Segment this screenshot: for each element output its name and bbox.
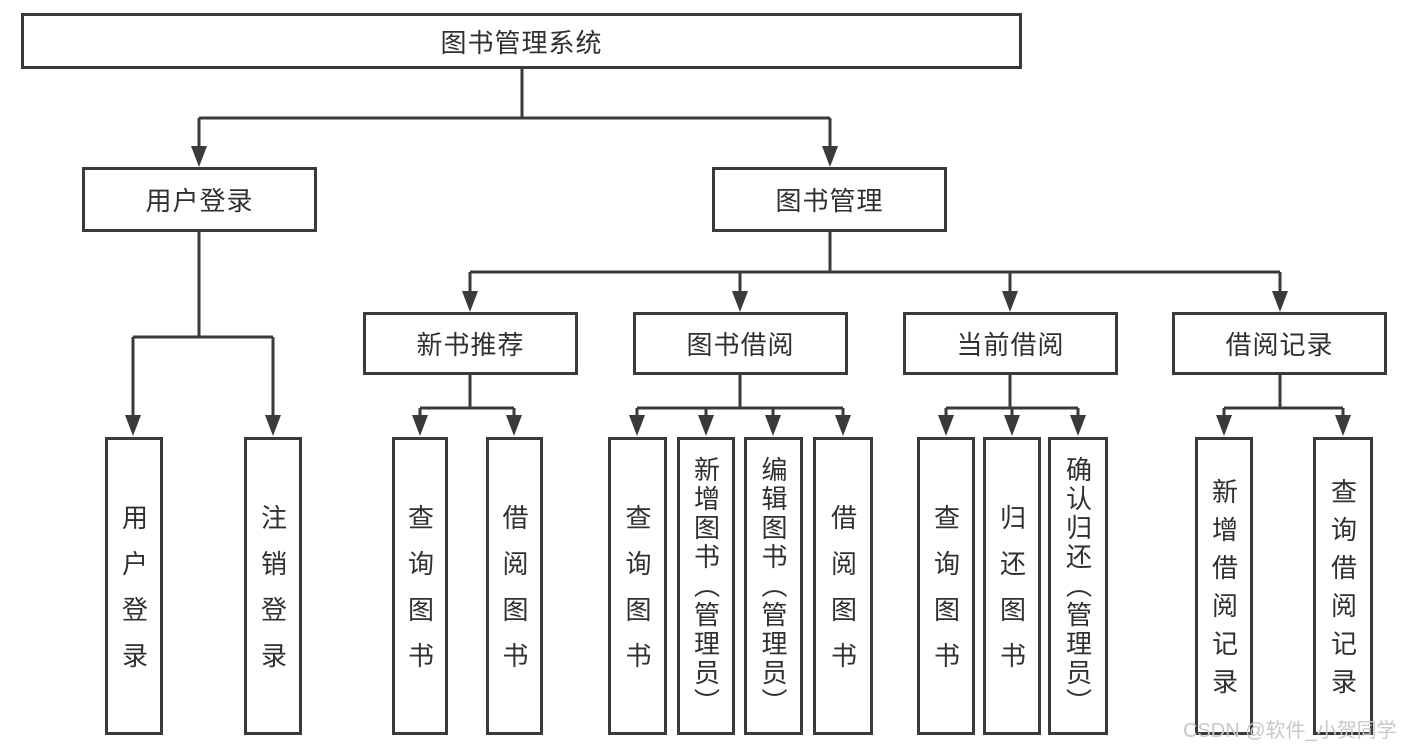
leaf-logout: 注销登录 [244,437,302,735]
leaf-query-book-under-current: 查询图书 [917,437,975,735]
leaf-confirm-return-admin: 确认归还（管理员） [1048,437,1108,735]
leaf-query-borrow-record: 查询借阅记录 [1313,437,1373,735]
leaf-borrow-book-under-recommendation: 借阅图书 [486,437,543,735]
arrowheads [125,146,1351,436]
node-book-management: 图书管理 [712,167,947,232]
node-borrowing-records: 借阅记录 [1172,312,1387,375]
csdn-watermark: CSDN @软件_小贺同学 [1183,720,1397,742]
leaf-return-book: 归还图书 [983,437,1041,735]
leaf-query-book-under-borrowing: 查询图书 [608,437,667,735]
leaf-query-book-under-recommendation: 查询图书 [392,437,448,735]
leaf-user-login: 用户登录 [105,437,163,735]
node-new-book-recommendation: 新书推荐 [363,312,578,375]
node-root-library-system: 图书管理系统 [21,13,1022,69]
node-current-borrowing: 当前借阅 [903,312,1118,375]
leaf-edit-book-admin: 编辑图书（管理员） [744,437,803,735]
leaf-add-borrow-record: 新增借阅记录 [1195,437,1253,735]
node-user-login: 用户登录 [82,167,317,232]
leaf-add-book-admin: 新增图书（管理员） [677,437,735,735]
node-book-borrowing: 图书借阅 [633,312,848,375]
leaf-borrow-book-under-borrowing: 借阅图书 [813,437,873,735]
